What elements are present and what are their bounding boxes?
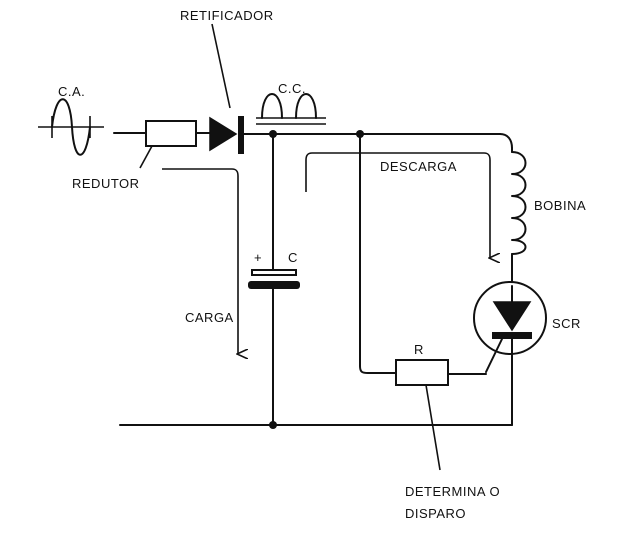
dc-pulse-symbol xyxy=(256,93,326,125)
discharge-arrow xyxy=(305,152,490,258)
cc-label: C.C. xyxy=(278,81,306,96)
scr-thyristor xyxy=(473,281,547,426)
determina-label-line2: DISPARO xyxy=(405,506,466,521)
scr-label: SCR xyxy=(552,316,581,331)
ca-label: C.A. xyxy=(58,84,85,99)
r-label: R xyxy=(414,342,424,357)
rectifier-diode xyxy=(209,116,244,154)
ac-source-symbol xyxy=(38,98,104,156)
capacitor-plus-label: + xyxy=(254,250,262,265)
capacitor-label: C xyxy=(288,250,298,265)
bobina-label: BOBINA xyxy=(534,198,586,213)
determina-leader xyxy=(425,384,441,471)
carga-label: CARGA xyxy=(185,310,234,325)
gate-resistor xyxy=(395,359,449,386)
reducer-resistor xyxy=(145,120,197,147)
capacitor-plate-bottom xyxy=(248,281,300,289)
retificador-leader xyxy=(211,23,231,109)
retificador-label: RETIFICADOR xyxy=(180,8,274,23)
capacitor-plate-top xyxy=(251,269,297,276)
wire-top-corner xyxy=(499,133,513,149)
ignition-coil xyxy=(511,147,527,287)
redutor-leader xyxy=(139,145,153,169)
determina-label-line1: DETERMINA O xyxy=(405,484,500,499)
charge-arrow xyxy=(162,168,238,354)
wire-r-left xyxy=(359,365,397,374)
redutor-label: REDUTOR xyxy=(72,176,140,191)
descarga-label: DESCARGA xyxy=(380,159,457,174)
